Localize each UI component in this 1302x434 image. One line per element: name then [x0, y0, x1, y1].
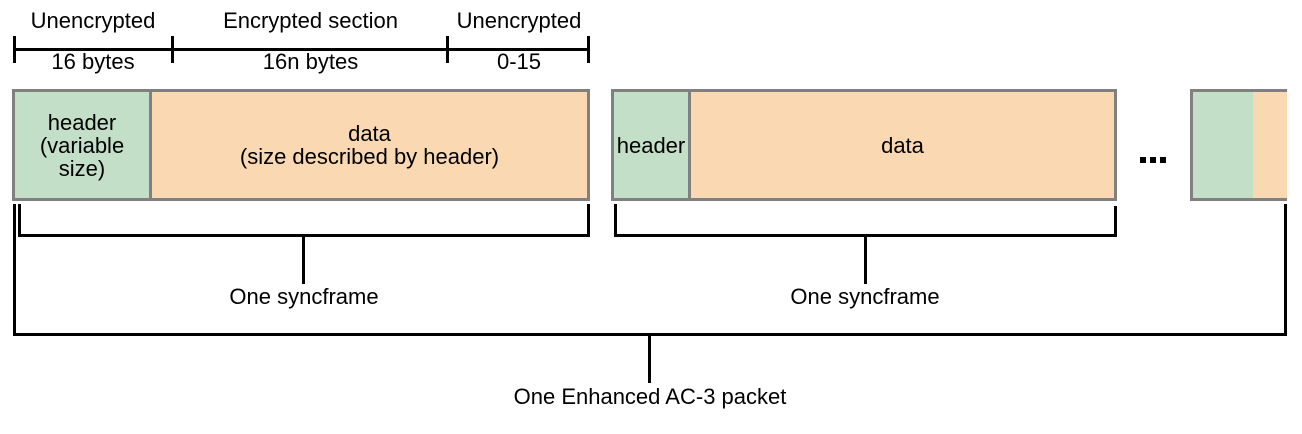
syncframe-1-box: header (variable size) data (size descri… — [12, 89, 590, 201]
ruler-tick — [446, 36, 449, 63]
ruler-tick — [587, 36, 590, 63]
bracket-stem — [302, 237, 305, 284]
bracket-tick — [1114, 206, 1117, 237]
bracket-tick — [614, 204, 617, 237]
syncframe-1-data-cell: data (size described by header) — [152, 92, 587, 198]
packet-bracket-label: One Enhanced AC-3 packet — [513, 384, 787, 409]
ellipsis-icon — [1140, 157, 1166, 163]
ruler-section-label: Unencrypted — [30, 8, 156, 33]
bracket-tick — [587, 204, 590, 237]
ellipsis-dot — [1160, 157, 1166, 163]
syncframe-2-data-cell: data — [691, 92, 1114, 198]
syncframe-2-bracket-label: One syncframe — [790, 284, 940, 309]
ellipsis-dot — [1140, 157, 1146, 163]
bracket-tick — [13, 204, 16, 336]
bracket-tick — [18, 204, 21, 237]
ruler-size-label: 16n bytes — [262, 49, 359, 74]
ruler-section-label: Encrypted section — [223, 8, 398, 33]
bracket-line — [18, 234, 590, 237]
ruler-line — [13, 48, 590, 51]
ruler-size-label: 0-15 — [496, 49, 542, 74]
bracket-stem — [864, 237, 867, 284]
syncframe-n-box-cutoff — [1190, 89, 1287, 201]
ruler-tick — [171, 36, 174, 63]
syncframe-2-box: header data — [611, 89, 1117, 201]
ruler-section-label: Unencrypted — [456, 8, 582, 33]
syncframe-n-data-cell — [1253, 92, 1287, 198]
cell-divider — [149, 92, 152, 198]
syncframe-1-header-cell: header (variable size) — [15, 92, 149, 198]
ellipsis-dot — [1150, 157, 1156, 163]
syncframe-2-header-cell: header — [614, 92, 688, 198]
syncframe-n-header-cell — [1193, 92, 1253, 198]
syncframe-1-bracket-label: One syncframe — [229, 284, 379, 309]
bracket-tick — [1284, 204, 1287, 336]
bracket-line — [13, 333, 1287, 336]
cell-divider — [688, 92, 691, 198]
ruler-tick — [13, 36, 16, 63]
ruler-size-label: 16 bytes — [51, 49, 135, 74]
bracket-stem — [648, 336, 651, 383]
bracket-line — [614, 234, 1117, 237]
